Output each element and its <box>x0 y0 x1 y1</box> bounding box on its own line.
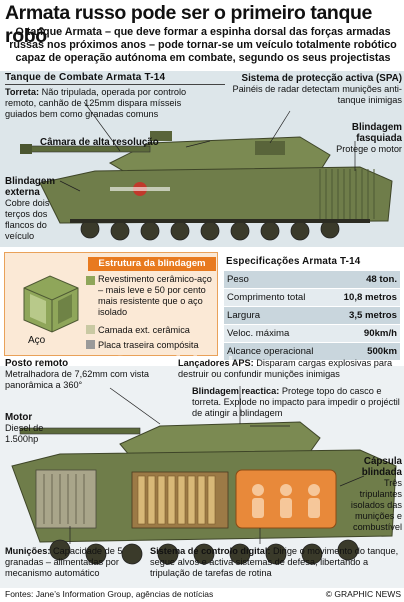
spa-title: Sistema de protecção activa (SPA) <box>241 73 402 84</box>
specs-table: Peso 48 ton. Comprimento total 10,8 metros… <box>224 271 400 361</box>
external-armor-text: Cobre dois terços dos flancos do veículo <box>5 198 50 241</box>
spec-row: Veloc. máxima 90km/h <box>224 325 400 343</box>
slat-armor-text: Protege o motor <box>336 144 402 154</box>
spec-label: Alcance operacional <box>227 346 314 357</box>
specs-heading: Especificações Armata T-14 <box>226 256 361 267</box>
turret-callout: Torreta: Não tripulada, operada por cont… <box>5 87 205 120</box>
turret-text: Não tripulada, operada por controlo remo… <box>5 87 187 119</box>
spec-value: 48 ton. <box>366 274 397 285</box>
spec-label: Peso <box>227 274 249 285</box>
spec-value: 10,8 metros <box>343 292 397 303</box>
spa-text: Painéis de radar detectam munições anti-… <box>232 84 402 105</box>
tank-side-illustration <box>20 101 393 241</box>
layer-swatch <box>86 340 95 349</box>
aps-callout: Lançadores APS: Disparam cargas explosiv… <box>178 358 402 380</box>
layer-label: Placa traseira compósita <box>98 339 199 350</box>
spec-row: Largura 3,5 metros <box>224 307 400 325</box>
layer-label: Revestimento cerâmico-aço – mais leve e … <box>98 274 212 317</box>
spec-row: Peso 48 ton. <box>224 271 400 289</box>
remote-station-callout: Posto remoto Metralhadora de 7,62mm com … <box>5 358 165 391</box>
slat-armor-title: Blindagem fasquiada <box>351 122 402 144</box>
armor-heading: Estrutura da blindagem <box>88 257 216 271</box>
remote-station-title: Posto remoto <box>5 358 69 369</box>
spec-value: 500km <box>367 346 397 357</box>
capsule-text: Três tripulantes isolados das munições e… <box>350 478 402 532</box>
intro-text: O tanque Armata – que deve formar a espi… <box>9 26 397 64</box>
camera-label: Câmara de alta resolução <box>40 137 159 148</box>
source-text: Fontes: Jane’s Information Group, agênci… <box>5 589 214 599</box>
ammo-text: Capacidade de 5 granadas – alimentadas p… <box>5 546 123 578</box>
turret-title: Torreta: <box>5 87 40 97</box>
capsule-title: Cápsula blindada <box>361 456 402 478</box>
heading-rule <box>5 84 225 85</box>
slat-armor-callout: Blindagem fasquiada Protege o motor <box>330 122 402 155</box>
engine-title: Motor <box>5 412 33 423</box>
reactive-armor-callout: Blindagem reactica: Protege topo do casc… <box>192 386 402 419</box>
spec-value: 3,5 metros <box>349 310 397 321</box>
spec-row: Alcance operacional 500km <box>224 343 400 361</box>
layer-label: Camada ext. cerâmica <box>98 324 190 335</box>
aps-title: Lançadores APS: <box>178 358 254 368</box>
armor-layer-item: Camada ext. cerâmica <box>86 323 214 336</box>
reactive-armor-title: Blindagem reactica: <box>192 386 280 396</box>
page-title: Armata russo pode ser o primeiro tanque … <box>5 2 372 47</box>
tank-heading: Tanque de Combate Armata T-14 <box>5 72 166 83</box>
aps-text: Disparam cargas explosivas para destruir… <box>178 358 393 379</box>
armor-layer-item: Placa traseira compósita <box>86 338 214 351</box>
external-armor-title: Blindagem externa <box>5 176 56 198</box>
footer: Fontes: Jane’s Information Group, agênci… <box>5 589 401 599</box>
spec-label: Comprimento total <box>227 292 306 303</box>
armor-cube-icon <box>23 275 79 333</box>
ammo-title: Munições: <box>5 546 51 556</box>
armor-layers-list: Revestimento cerâmico-aço – mais leve e … <box>86 274 214 351</box>
digital-control-text: Dirige o movimento do tanque, segue alvo… <box>150 546 399 578</box>
layer-swatch <box>86 325 95 334</box>
digital-control-callout: Sistema de controlo digital: Dirige o mo… <box>150 546 402 579</box>
layer-swatch <box>86 276 95 285</box>
reactive-armor-text: Protege topo do casco e torreta. Explode… <box>192 386 400 418</box>
spa-callout: Sistema de protecção activa (SPA) Painéi… <box>226 73 402 106</box>
copyright-text: © GRAPHIC NEWS <box>325 589 401 599</box>
engine-text: Diesel de 1.500hp <box>5 423 44 444</box>
digital-control-title: Sistema de controlo digital: <box>150 546 271 556</box>
ammo-callout: Munições: Capacidade de 5 granadas – ali… <box>5 546 145 579</box>
spec-row: Comprimento total 10,8 metros <box>224 289 400 307</box>
engine-callout: Motor Diesel de 1.500hp <box>5 412 75 445</box>
steel-label: Aço <box>28 335 46 346</box>
spec-value: 90km/h <box>363 328 397 339</box>
remote-station-text: Metralhadora de 7,62mm com vista panorâm… <box>5 369 149 390</box>
capsule-callout: Cápsula blindada Três tripulantes isolad… <box>346 456 402 533</box>
spec-label: Veloc. máxima <box>227 328 290 339</box>
external-armor-callout: Blindagem externa Cobre dois terços dos … <box>5 176 85 242</box>
armor-layer-item: Revestimento cerâmico-aço – mais leve e … <box>86 274 214 317</box>
tank-cutaway-illustration <box>11 386 397 565</box>
spec-label: Largura <box>227 310 261 321</box>
